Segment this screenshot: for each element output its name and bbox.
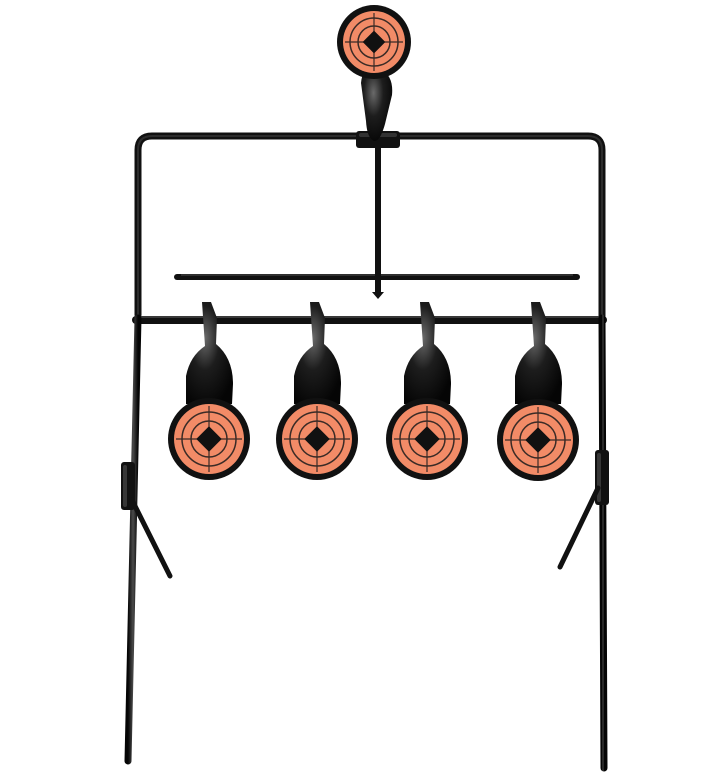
target-1-arm	[186, 302, 233, 404]
stand-legs	[121, 314, 609, 772]
target-3-center-diamond	[414, 426, 440, 452]
target-1-center-diamond	[196, 426, 222, 452]
outer-frame-highlight	[137, 135, 603, 319]
target-2-arm	[294, 302, 341, 404]
left-leg-sleeve-highlight	[123, 465, 127, 507]
target-3	[386, 302, 468, 480]
right-main-leg	[598, 314, 608, 772]
lower-target-row	[168, 302, 579, 481]
right-leg-sleeve-highlight	[597, 453, 601, 502]
top-reset-target	[337, 5, 411, 142]
right-support-brace	[557, 485, 601, 570]
target-4-arm	[515, 302, 562, 404]
target-frame	[132, 131, 607, 324]
target-4	[497, 302, 579, 481]
left-support-brace	[129, 497, 173, 579]
left-main-leg	[124, 314, 142, 765]
target-2-center-diamond	[304, 426, 330, 452]
outer-frame-bar	[134, 132, 606, 322]
target-2	[276, 302, 358, 480]
target-4-center-diamond	[525, 427, 551, 453]
target-3-arm	[404, 302, 451, 404]
top-target-arm	[361, 67, 393, 142]
target-1	[168, 302, 250, 480]
center-post-tip	[372, 292, 384, 299]
